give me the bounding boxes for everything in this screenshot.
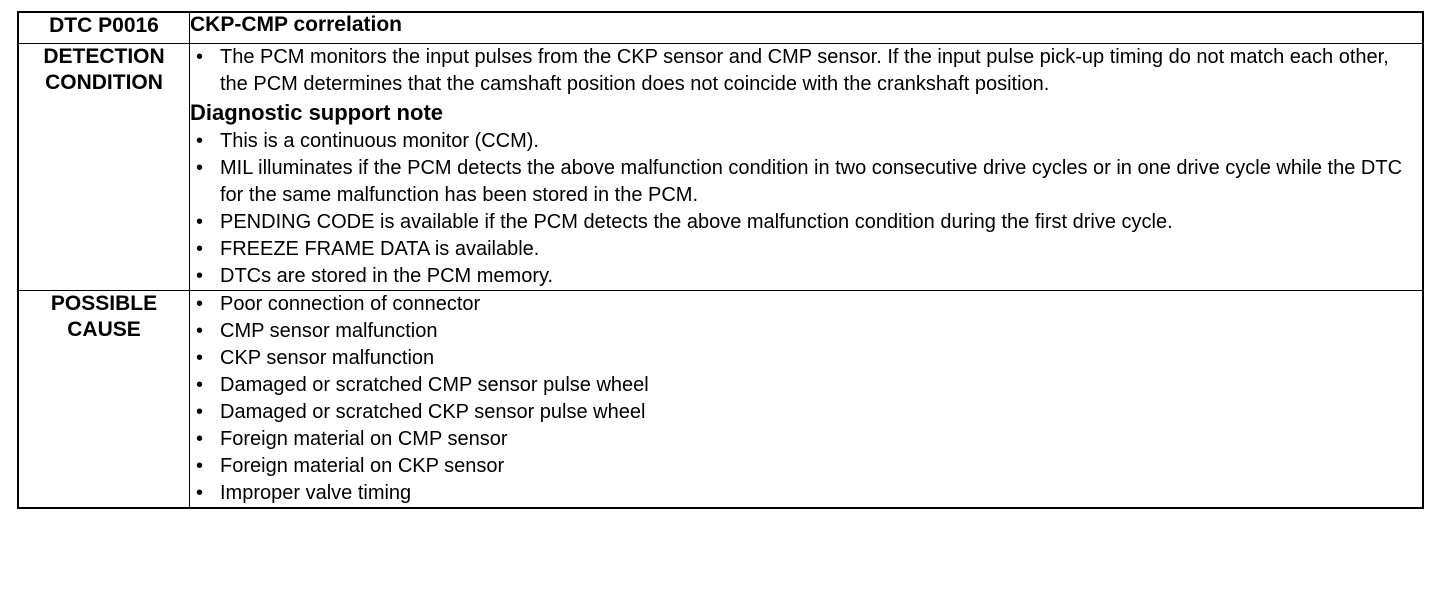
detection-row: DETECTION CONDITION The PCM monitors the… bbox=[17, 43, 1424, 291]
list-item: CMP sensor malfunction bbox=[190, 318, 1422, 345]
list-item: Foreign material on CKP sensor bbox=[190, 453, 1422, 480]
list-item: Damaged or scratched CMP sensor pulse wh… bbox=[190, 372, 1422, 399]
list-item: Improper valve timing bbox=[190, 480, 1422, 507]
list-item: PENDING CODE is available if the PCM det… bbox=[190, 209, 1422, 236]
list-item: DTCs are stored in the PCM memory. bbox=[190, 263, 1422, 290]
detection-label-line1: DETECTION bbox=[43, 45, 165, 68]
dtc-title: CKP-CMP correlation bbox=[189, 11, 1424, 44]
header-row: DTC P0016 CKP-CMP correlation bbox=[17, 11, 1424, 44]
list-item: Foreign material on CMP sensor bbox=[190, 426, 1422, 453]
list-item: Poor connection of connector bbox=[190, 291, 1422, 318]
list-item: CKP sensor malfunction bbox=[190, 345, 1422, 372]
list-item: MIL illuminates if the PCM detects the a… bbox=[190, 155, 1422, 209]
cause-label-line1: POSSIBLE bbox=[50, 292, 158, 315]
list-item: The PCM monitors the input pulses from t… bbox=[190, 44, 1422, 98]
cause-content: Poor connection of connector CMP sensor … bbox=[189, 290, 1424, 509]
detection-label-line2: CONDITION bbox=[45, 71, 163, 94]
list-item: This is a continuous monitor (CCM). bbox=[190, 128, 1422, 155]
cause-row: POSSIBLE CAUSE Poor connection of connec… bbox=[17, 290, 1424, 509]
list-item: FREEZE FRAME DATA is available. bbox=[190, 236, 1422, 263]
detection-content: The PCM monitors the input pulses from t… bbox=[189, 43, 1424, 291]
dtc-code: DTC P0016 bbox=[17, 11, 190, 44]
cause-list: Poor connection of connector CMP sensor … bbox=[190, 291, 1422, 507]
detection-intro-list: The PCM monitors the input pulses from t… bbox=[190, 44, 1422, 98]
diagnostic-note-heading: Diagnostic support note bbox=[190, 100, 443, 125]
cause-label: POSSIBLE CAUSE bbox=[17, 290, 190, 509]
list-item: Damaged or scratched CKP sensor pulse wh… bbox=[190, 399, 1422, 426]
diagnostic-note-list: This is a continuous monitor (CCM). MIL … bbox=[190, 128, 1422, 290]
dtc-table: DTC P0016 CKP-CMP correlation DETECTION … bbox=[17, 11, 1424, 509]
cause-label-line2: CAUSE bbox=[67, 318, 141, 341]
detection-label: DETECTION CONDITION bbox=[17, 43, 190, 291]
